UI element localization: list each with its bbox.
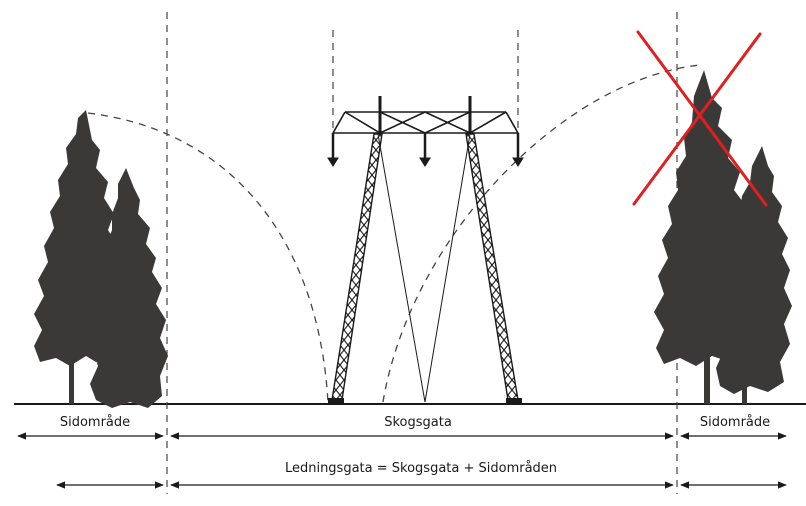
red-x-icon xyxy=(632,30,768,207)
label-left-side: Sidområde xyxy=(60,415,130,430)
conifer-tree-icon xyxy=(716,146,792,404)
label-total: Ledningsgata = Skogsgata + Sidområden xyxy=(285,461,557,476)
left-trees xyxy=(34,110,168,408)
label-corridor: Skogsgata xyxy=(384,415,452,430)
label-right-side: Sidområde xyxy=(700,415,770,430)
right-trees xyxy=(654,70,792,404)
conifer-tree-icon xyxy=(90,168,168,408)
fall-arc-left xyxy=(87,112,329,403)
fall-arc-right xyxy=(382,64,701,403)
tower-leg-right xyxy=(465,133,519,401)
insulators xyxy=(327,133,524,167)
transmission-tower-icon xyxy=(327,96,524,404)
tower-leg-left xyxy=(331,133,383,401)
conifer-tree-icon xyxy=(34,110,120,404)
